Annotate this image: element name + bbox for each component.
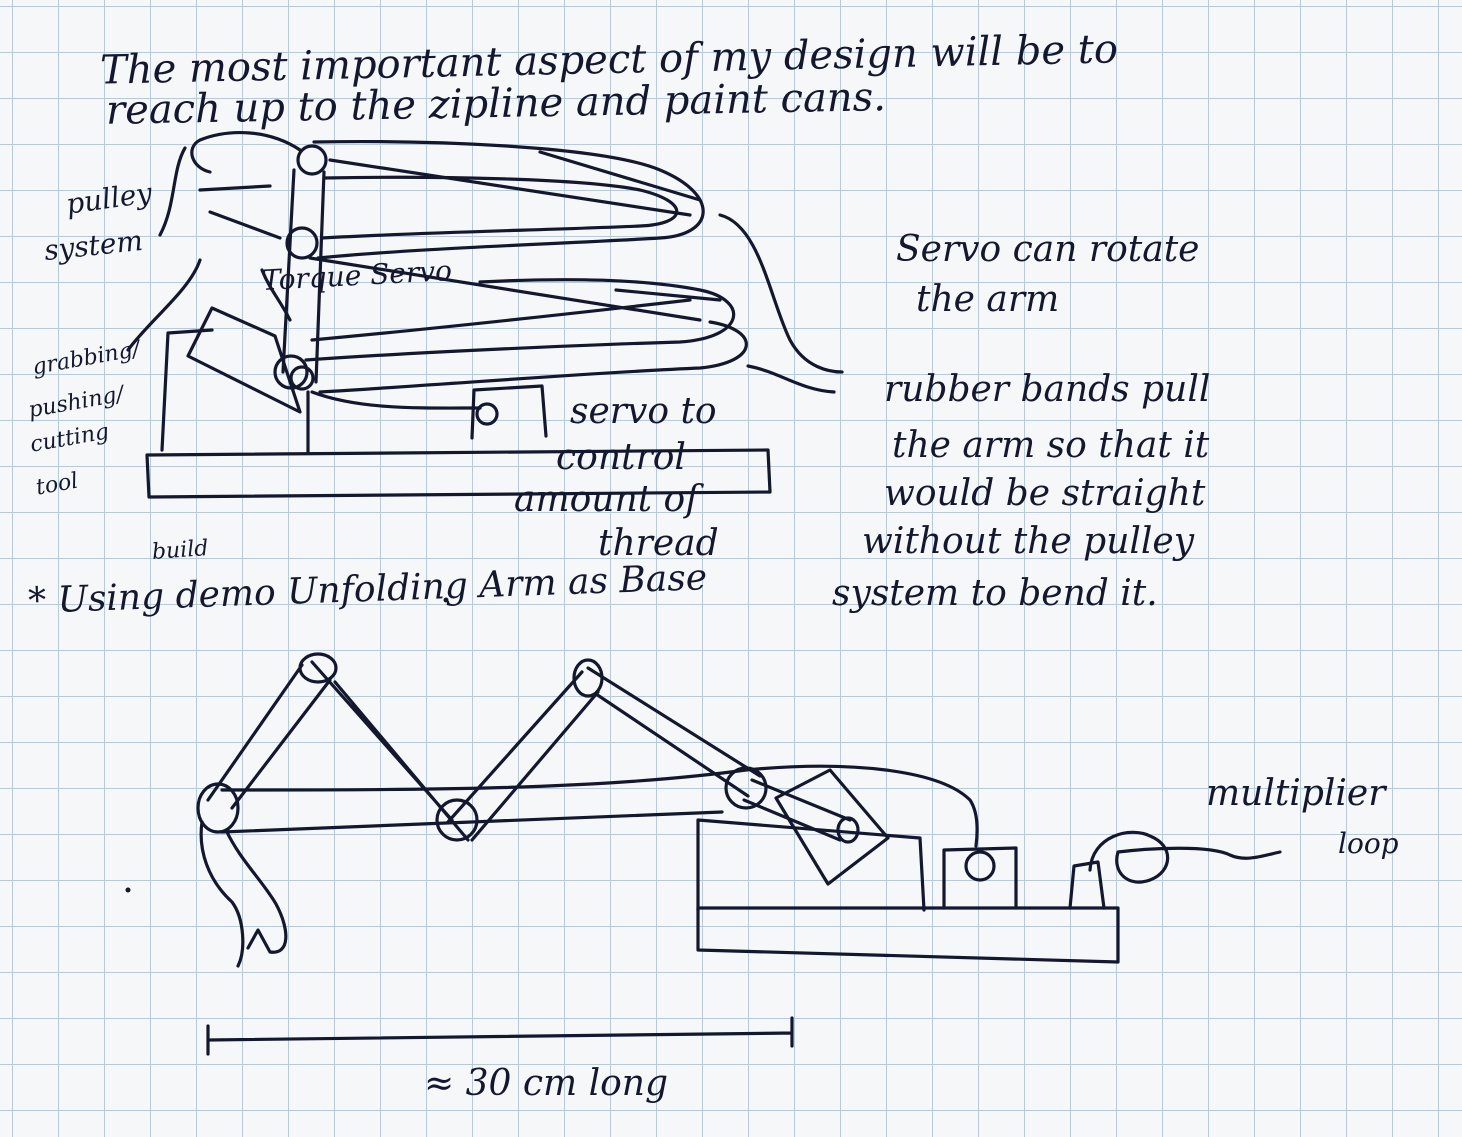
joint-top bbox=[296, 144, 328, 176]
rubber-bands-label-line: would be straight bbox=[884, 473, 1206, 514]
servo-rotate-label-line: Servo can rotate bbox=[896, 229, 1200, 270]
grabbing-brace bbox=[126, 258, 202, 352]
arm-column bbox=[281, 168, 326, 384]
segment-2 bbox=[310, 660, 470, 842]
torque-leader bbox=[260, 268, 292, 322]
thread-line bbox=[310, 390, 482, 410]
dot bbox=[125, 887, 131, 893]
bottom-joint-4 bbox=[572, 658, 604, 698]
multiplier-loop bbox=[1088, 830, 1282, 884]
segment-5 bbox=[742, 778, 852, 842]
thread-servo-label-line: servo to bbox=[570, 391, 717, 432]
joint-bottom bbox=[273, 354, 309, 390]
servo-rotate-label-line: the arm bbox=[916, 279, 1060, 320]
bottom-base bbox=[696, 906, 1120, 964]
bottom-joint-6 bbox=[836, 816, 860, 844]
raised-block bbox=[696, 818, 926, 912]
base-plate bbox=[145, 448, 772, 499]
dot bbox=[443, 597, 449, 603]
gripper-block bbox=[186, 306, 302, 414]
upper-fold-outer bbox=[312, 140, 705, 260]
unfolded-arm-drawing bbox=[125, 597, 1282, 1056]
bottom-joint-3 bbox=[435, 798, 479, 842]
pulley-hook bbox=[190, 131, 302, 240]
scale-bar bbox=[206, 1016, 794, 1056]
rubber-bands-label-line: system to bend it. bbox=[832, 573, 1158, 614]
bottom-joint-1 bbox=[196, 782, 240, 834]
rubber-band-bracket-upper bbox=[718, 213, 844, 374]
spool-servo-box bbox=[942, 846, 1018, 910]
lower-fold-cross bbox=[308, 256, 722, 342]
rubber-bands-label-line: without the pulley bbox=[862, 521, 1195, 562]
frame-post bbox=[160, 328, 214, 452]
bottom-joint-2 bbox=[298, 652, 338, 684]
thread-servo-label-line: control bbox=[556, 437, 686, 478]
gripper-claw bbox=[199, 820, 288, 968]
base-bracket bbox=[774, 768, 890, 886]
bottom-joint-5 bbox=[724, 766, 768, 810]
folded-arm-drawing bbox=[126, 131, 844, 499]
spool-servo-wheel bbox=[964, 850, 996, 882]
thread-servo-spool bbox=[475, 402, 499, 426]
thread-servo-box bbox=[470, 384, 548, 440]
string-line-upper bbox=[220, 764, 979, 848]
rubber-band-bracket-lower bbox=[746, 364, 836, 394]
joint-bottom-2 bbox=[289, 365, 315, 391]
upper-fold-cross bbox=[328, 150, 702, 217]
lower-fold-inner bbox=[318, 320, 748, 394]
joint-middle bbox=[285, 226, 319, 260]
segment-1 bbox=[206, 663, 332, 810]
pulley-brace bbox=[158, 146, 187, 237]
thread-servo-label-line: amount of bbox=[514, 479, 699, 520]
build-note: build bbox=[151, 536, 210, 565]
multiplier-label-line: multiplier bbox=[1206, 773, 1386, 814]
rubber-bands-label-line: rubber bands pull bbox=[884, 369, 1211, 410]
segment-3 bbox=[446, 670, 600, 842]
lower-fold-outer bbox=[304, 278, 736, 362]
right-post bbox=[1068, 860, 1106, 910]
rubber-bands-label-line: the arm so that it bbox=[892, 425, 1210, 466]
multiplier-label-line: loop bbox=[1338, 827, 1399, 860]
scale-label: ≈ 30 cm long bbox=[424, 1063, 669, 1104]
thread-servo-label-line: thread bbox=[598, 523, 719, 564]
string-line-lower bbox=[220, 810, 724, 834]
segment-4 bbox=[586, 666, 762, 798]
